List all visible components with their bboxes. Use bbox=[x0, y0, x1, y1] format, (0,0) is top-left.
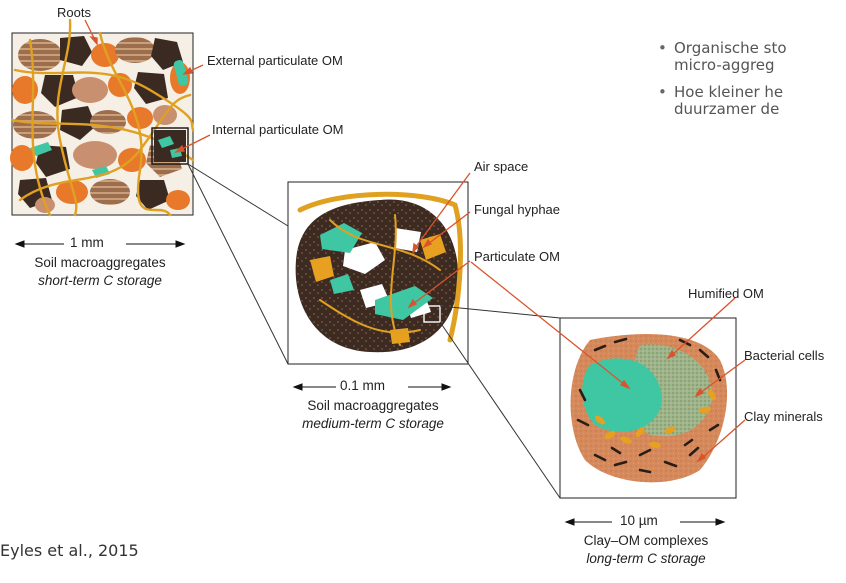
panel-1-aggregates bbox=[10, 36, 190, 213]
label-external-particulate-om: External particulate OM bbox=[207, 53, 343, 68]
panel-2-scale-value: 0.1 mm bbox=[340, 378, 385, 393]
panel-3-subtitle: long-term C storage bbox=[586, 551, 705, 566]
panel-1-title: Soil macroaggregates bbox=[0, 254, 200, 272]
label-air-space: Air space bbox=[474, 159, 528, 174]
citation: Eyles et al., 2015 bbox=[0, 541, 139, 560]
label-humified-om: Humified OM bbox=[688, 286, 764, 301]
panel-2-macroaggregate bbox=[288, 182, 468, 364]
bullet-list: Organische sto micro-aggreg Hoe kleiner … bbox=[656, 40, 846, 128]
label-roots: Roots bbox=[57, 5, 91, 20]
panel-3-title: Clay–OM complexes bbox=[546, 532, 746, 550]
panel-2-subtitle: medium-term C storage bbox=[302, 416, 444, 431]
panel-1-macroaggregate bbox=[10, 20, 193, 215]
panel-3-caption: Clay–OM complexes long-term C storage bbox=[546, 532, 746, 568]
bullet-line: Hoe kleiner he bbox=[674, 84, 846, 101]
bullet-item: Organische sto micro-aggreg bbox=[656, 40, 846, 74]
bullet-line: micro-aggreg bbox=[674, 57, 846, 74]
bullet-item: Hoe kleiner he duurzamer de bbox=[656, 84, 846, 118]
panel-2-caption: Soil macroaggregates medium-term C stora… bbox=[273, 397, 473, 433]
panel-3-clay-om bbox=[560, 318, 736, 498]
label-particulate-om: Particulate OM bbox=[474, 249, 560, 264]
panel-2-title: Soil macroaggregates bbox=[273, 397, 473, 415]
panel-3-scale-value: 10 µm bbox=[620, 513, 658, 528]
panel-1-subtitle: short-term C storage bbox=[38, 273, 162, 288]
label-clay-minerals: Clay minerals bbox=[744, 409, 823, 424]
label-bacterial-cells: Bacterial cells bbox=[744, 348, 824, 363]
panel-1-scale-value: 1 mm bbox=[70, 235, 104, 250]
label-fungal-hyphae: Fungal hyphae bbox=[474, 202, 560, 217]
label-internal-particulate-om: Internal particulate OM bbox=[212, 122, 344, 137]
panel-1-caption: Soil macroaggregates short-term C storag… bbox=[0, 254, 200, 290]
bullet-line: duurzamer de bbox=[674, 101, 846, 118]
bullet-line: Organische sto bbox=[674, 40, 846, 57]
